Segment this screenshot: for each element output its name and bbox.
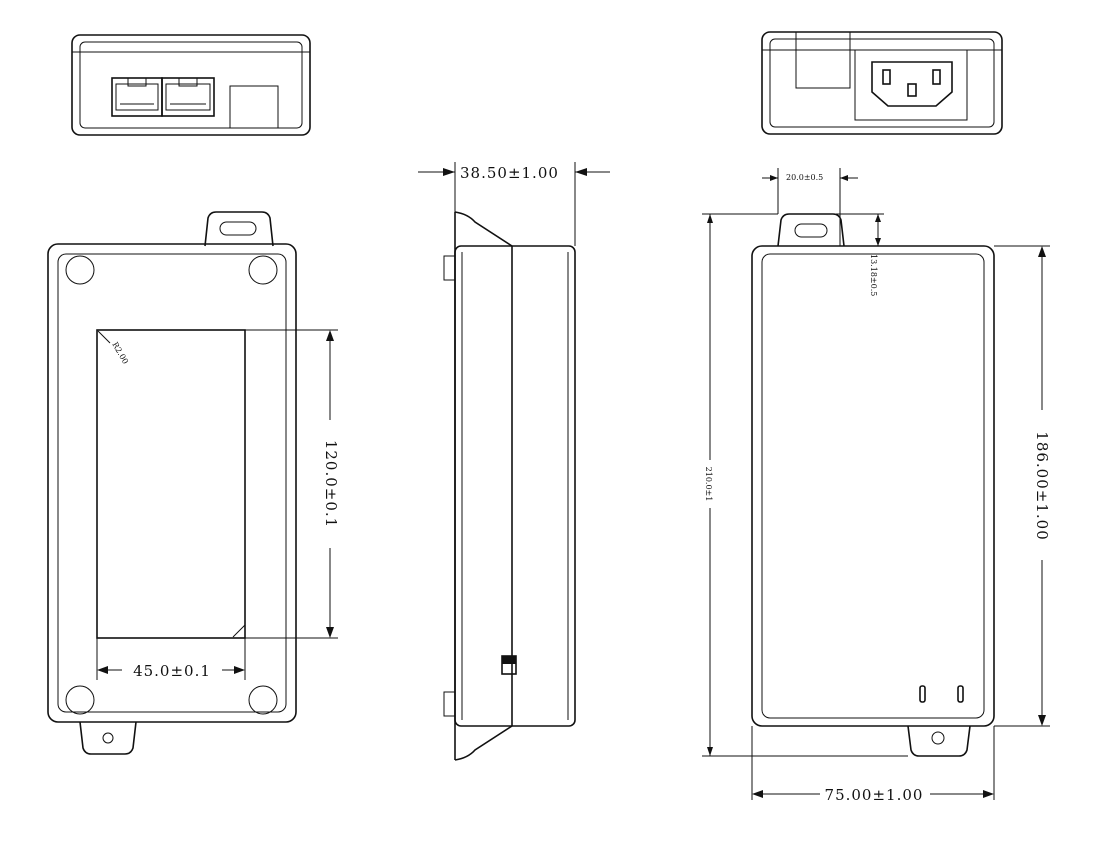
tab-height-dimension: 13.18±0.5 [836, 213, 884, 296]
height-dimension-label: 120.0±0.1 [322, 440, 340, 528]
body-length-dimension: 186.00±1.00 [994, 245, 1051, 727]
label-area [96, 329, 246, 639]
mount-tab-bottom-right [907, 725, 971, 757]
body-width-dimension: 75.00±1.00 [751, 726, 995, 804]
rj45-port-left [111, 77, 163, 117]
side-cutout [229, 85, 279, 129]
tab-width-dimension: 20.0±0.5 [762, 168, 858, 246]
tab-height-label: 13.18±0.5 [869, 254, 878, 296]
width-dimension-label: 45.0±0.1 [133, 662, 211, 680]
ac-inlet-end-view [761, 31, 1003, 135]
rj45-port-right [161, 77, 215, 117]
rj45-end-view [71, 34, 311, 136]
mount-tab-top [204, 211, 274, 247]
body-width-label: 75.00±1.00 [825, 786, 924, 804]
mount-tab-top-right [777, 213, 845, 247]
overall-length-dimension: 210.0±1 [702, 213, 908, 757]
width-dimension: 45.0±0.1 [96, 638, 246, 680]
top-view: 20.0±0.5 13.18±0.5 210.0±1 [702, 168, 1051, 804]
height-dimension: 120.0±0.1 [245, 329, 340, 639]
corner-radius-label: R2.00 [110, 341, 130, 366]
iec-c14-inlet [871, 61, 953, 107]
side-view: 38.50±1.00 [418, 162, 610, 761]
depth-dimension: 38.50±1.00 [418, 162, 610, 246]
tab-width-label: 20.0±0.5 [786, 173, 823, 182]
mount-tab-bottom [79, 721, 137, 755]
body-length-label: 186.00±1.00 [1033, 431, 1051, 540]
depth-dimension-label: 38.50±1.00 [460, 164, 559, 182]
overall-length-label: 210.0±1 [704, 467, 713, 502]
bottom-view: R2.00 120.0±0.1 45.0±0.1 [47, 211, 340, 755]
